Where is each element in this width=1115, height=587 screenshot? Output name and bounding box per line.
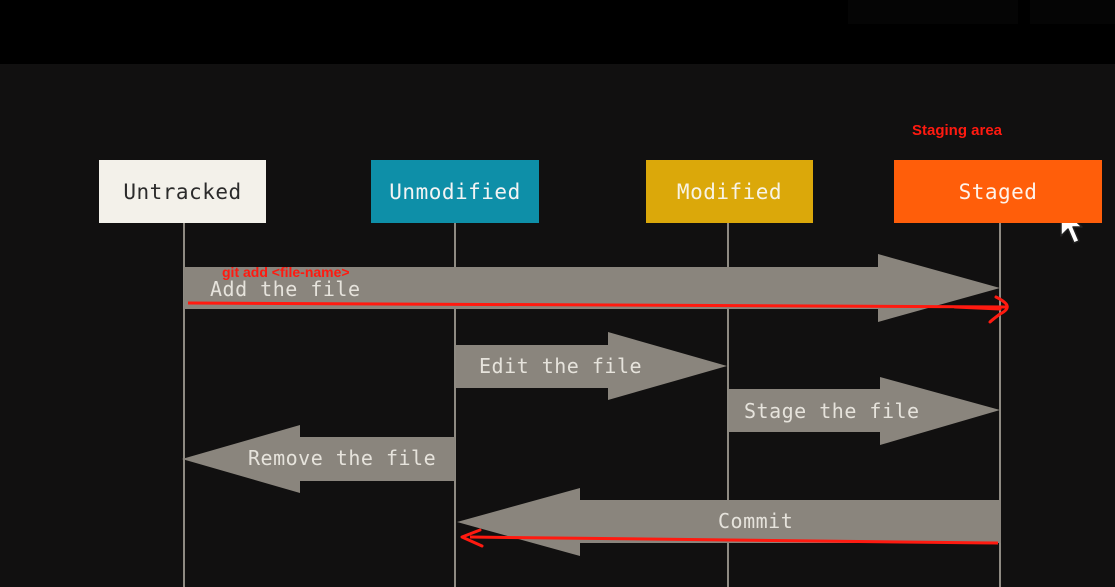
annotation-git-add: git add <file-name>	[222, 264, 350, 280]
annotation-add-arrow-head	[953, 295, 1009, 324]
label-commit: Commit	[718, 509, 794, 533]
state-unmodified: Unmodified	[371, 160, 539, 223]
state-label: Modified	[676, 179, 783, 204]
state-modified: Modified	[646, 160, 813, 223]
top-bar-tab	[848, 0, 1018, 24]
lifeline-staged	[999, 223, 1001, 587]
lifeline-untracked	[183, 223, 185, 587]
state-staged: Staged	[894, 160, 1102, 223]
label-edit-the-file: Edit the file	[479, 354, 643, 378]
lifeline-modified	[727, 223, 729, 587]
state-label: Staged	[958, 179, 1038, 204]
arrow-remove-the-file	[182, 425, 455, 493]
state-label: Untracked	[123, 179, 242, 204]
video-top-bar	[0, 0, 1115, 64]
label-stage-the-file: Stage the file	[744, 399, 920, 423]
top-bar-tab	[1030, 0, 1115, 24]
state-label: Unmodified	[389, 179, 521, 204]
arrow-edit-the-file	[456, 332, 727, 400]
annotation-commit-arrow-head	[460, 528, 484, 548]
state-untracked: Untracked	[99, 160, 266, 223]
label-remove-the-file: Remove the file	[248, 446, 437, 470]
annotation-add-arrow-line	[187, 301, 1009, 309]
annotation-staging-area: Staging area	[912, 122, 1003, 139]
lifeline-unmodified	[454, 223, 456, 587]
label-add-the-file: Add the file	[210, 277, 361, 301]
arrow-stage-the-file	[729, 377, 1000, 445]
annotation-commit-arrow-line	[469, 535, 999, 545]
